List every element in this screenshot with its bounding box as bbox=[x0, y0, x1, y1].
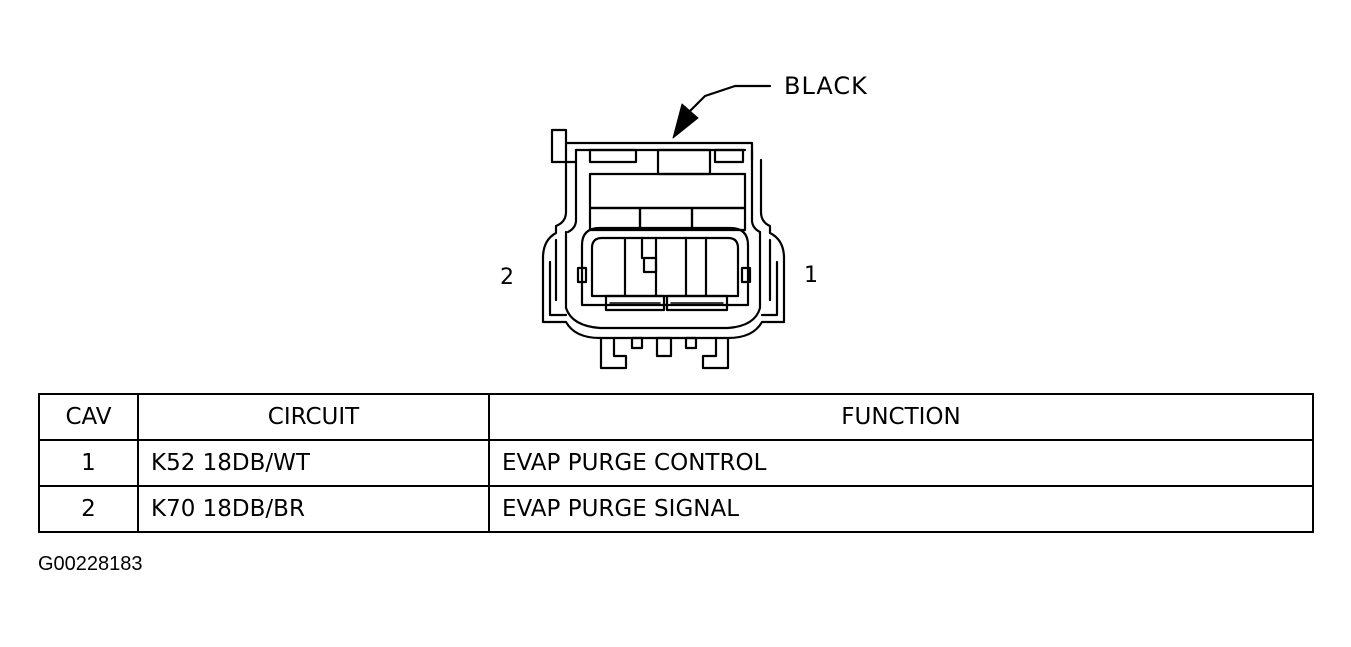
header-cav: CAV bbox=[38, 393, 139, 441]
figure-id: G00228183 bbox=[38, 553, 143, 575]
circuit-cell: K52 18DB/WT bbox=[137, 439, 490, 487]
header-function: FUNCTION bbox=[488, 393, 1314, 441]
pinout-table: CAV CIRCUIT FUNCTION 1 K52 18DB/WT EVAP … bbox=[38, 393, 1314, 533]
function-cell: EVAP PURGE SIGNAL bbox=[488, 485, 1314, 533]
circuit-cell: K70 18DB/BR bbox=[137, 485, 490, 533]
function-cell: EVAP PURGE CONTROL bbox=[488, 439, 1314, 487]
connector-color-label: BLACK bbox=[784, 72, 868, 100]
table-row: 1 K52 18DB/WT EVAP PURGE CONTROL bbox=[38, 439, 1314, 487]
cav-cell: 1 bbox=[38, 439, 139, 487]
color-leader-arrow bbox=[672, 84, 772, 139]
connector-diagram bbox=[541, 84, 786, 370]
connector-body bbox=[541, 128, 786, 370]
table-header-row: CAV CIRCUIT FUNCTION bbox=[38, 393, 1314, 441]
header-circuit: CIRCUIT bbox=[137, 393, 490, 441]
pin-2-label: 2 bbox=[500, 265, 515, 290]
table-row: 2 K70 18DB/BR EVAP PURGE SIGNAL bbox=[38, 485, 1314, 533]
pin-1-label: 1 bbox=[804, 263, 819, 288]
cav-cell: 2 bbox=[38, 485, 139, 533]
